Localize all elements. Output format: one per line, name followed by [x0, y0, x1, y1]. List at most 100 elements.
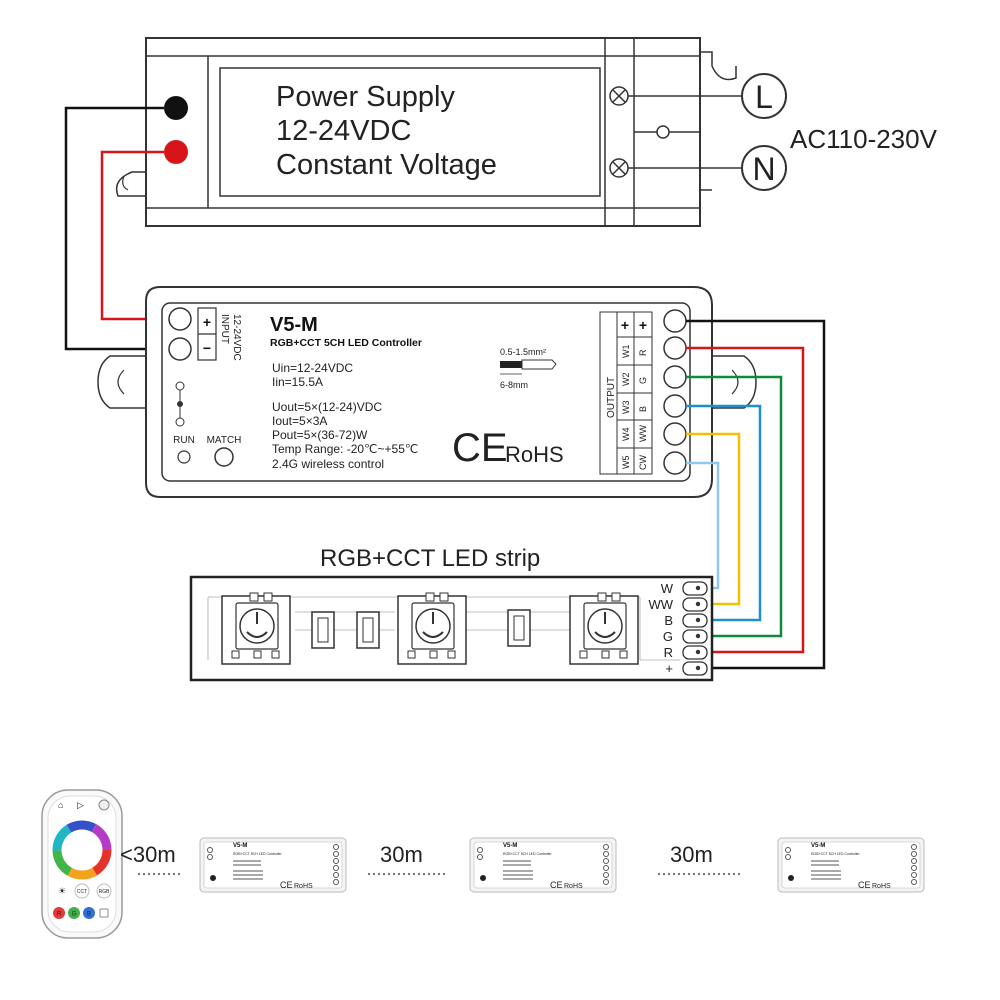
output-plus-2: +	[639, 317, 647, 333]
b-wire	[686, 404, 762, 622]
brightness-icon: ☀	[58, 886, 66, 896]
led-strip-title: RGB+CCT LED strip	[320, 545, 540, 572]
output-wires	[686, 319, 826, 670]
match-label: MATCH	[207, 435, 242, 446]
g-wire	[686, 375, 783, 638]
output-ch-5: W5	[621, 456, 631, 470]
led-strip: RGB+CCT LED strip	[189, 545, 714, 682]
spec-pout: Pout=5×(36-72)W	[272, 428, 368, 442]
wire-strip-icon: 0.5-1.5mm² 6-8mm	[500, 347, 557, 390]
remote-blue-button[interactable]	[83, 907, 95, 919]
pin-label-plus: +	[665, 661, 673, 676]
ac-voltage-label: AC110-230V	[790, 124, 938, 154]
ce-mark: CE	[452, 426, 508, 470]
controller-subtitle: RGB+CCT 5CH LED Controller	[270, 337, 422, 349]
run-label: RUN	[173, 435, 195, 446]
output-color-3: B	[638, 406, 648, 412]
black-wire	[64, 106, 166, 351]
input-plus-terminal	[168, 307, 192, 331]
mini-model-2: V5-M	[503, 843, 517, 849]
output-ch-1: W1	[621, 345, 631, 359]
terminal-n-label: N	[752, 151, 775, 187]
output-color-1: R	[638, 349, 648, 356]
distance-remote: <30m	[120, 842, 176, 867]
input-label: INPUT	[219, 314, 230, 344]
input-wires	[64, 106, 166, 351]
live-terminal-badge	[741, 73, 787, 119]
pin-label-w: W	[661, 581, 674, 596]
distance-2: 30m	[670, 842, 713, 867]
mini-subtitle-3: RGB+CCT 5CH LED Controller	[811, 852, 860, 856]
spec-iin: Iin=15.5A	[272, 375, 323, 389]
distance-1: 30m	[380, 842, 423, 867]
mini-subtitle-1: RGB+CCT 5CH LED Controller	[233, 852, 282, 856]
input-minus-terminal	[168, 337, 192, 361]
controller-model: V5-M	[270, 314, 318, 336]
remote-cct-button[interactable]	[74, 883, 90, 899]
mini-controller-2: V5-M RGB+CCT 5CH LED Controller CE RoHS	[469, 837, 617, 893]
led-chip-2	[397, 592, 467, 665]
strip-pins	[682, 581, 708, 676]
dc-negative-terminal	[164, 96, 188, 120]
strip-length-label: 6-8mm	[500, 380, 528, 390]
output-terminal-plus	[663, 309, 687, 333]
spec-temp: Temp Range: -20℃~+55℃	[272, 442, 418, 456]
output-ch-2: W2	[621, 373, 631, 387]
input-voltage-label: 12-24VDC	[231, 314, 242, 361]
mini-ce-1: CE	[280, 880, 293, 890]
remote-blue-label: B	[87, 912, 91, 918]
remote-green-button[interactable]	[68, 907, 80, 919]
pin-label-g: G	[663, 629, 673, 644]
output-ch-4: W4	[621, 428, 631, 442]
polarity-icon	[175, 381, 185, 427]
r-wire	[686, 346, 805, 654]
mini-subtitle-2: RGB+CCT 5CH LED Controller	[503, 852, 552, 856]
remote-red-label: R	[57, 912, 62, 918]
power-supply: L N AC110-230V Power Supply 12-24VDC Con…	[115, 37, 938, 227]
mini-model-3: V5-M	[811, 843, 825, 849]
resistor-3	[507, 609, 531, 647]
resistor-2	[356, 611, 380, 649]
power-supply-type: Constant Voltage	[276, 149, 497, 181]
remote-rgb-label: RGB	[99, 889, 111, 895]
remote-power-icon	[98, 799, 110, 811]
mini-ce-2: CE	[550, 880, 563, 890]
red-wire	[100, 150, 166, 321]
pin-label-b: B	[664, 613, 673, 628]
mini-controller-1: V5-M RGB+CCT 5CH LED Controller CE RoHS	[199, 837, 347, 893]
remote-cct-label: CCT	[77, 889, 87, 895]
output-plus-1: +	[621, 317, 629, 333]
mini-rohs-1: RoHS	[294, 883, 313, 890]
output-label: OUTPUT	[606, 377, 617, 418]
output-ch-3: W3	[621, 401, 631, 415]
output-terminal-cw	[663, 451, 687, 475]
neutral-terminal-badge	[741, 145, 787, 191]
rohs-mark: RoHS	[505, 442, 564, 467]
color-wheel	[52, 820, 112, 880]
input-minus-sign: −	[203, 340, 211, 356]
resistor-1	[311, 611, 335, 649]
remote-control: ⌂ ▷ ☀ CCT RGB R G B	[41, 789, 123, 939]
plus-wire	[686, 319, 826, 670]
remote-green-label: G	[72, 912, 77, 918]
spec-wireless: 2.4G wireless control	[272, 457, 384, 471]
output-terminal-g	[663, 365, 687, 389]
output-terminal-b	[663, 394, 687, 418]
pin-label-ww: WW	[648, 597, 673, 612]
ac-screw-n	[609, 158, 629, 178]
controller-v5m: + − INPUT 12-24VDC RUN MATCH V5-M RGB+CC…	[97, 286, 757, 498]
mini-model-1: V5-M	[233, 843, 247, 849]
dc-positive-terminal	[164, 140, 188, 164]
mini-controller-3: V5-M RGB+CCT 5CH LED Controller CE RoHS	[777, 837, 925, 893]
run-indicator	[177, 450, 191, 464]
match-button[interactable]	[214, 447, 234, 467]
output-terminal-ww	[663, 422, 687, 446]
ac-screw-l	[609, 86, 629, 106]
spec-uin: Uin=12-24VDC	[272, 361, 353, 375]
output-color-2: G	[638, 377, 648, 384]
remote-rgb-button[interactable]	[96, 883, 112, 899]
mini-ce-3: CE	[858, 880, 871, 890]
power-supply-title: Power Supply	[276, 81, 455, 113]
remote-red-button[interactable]	[53, 907, 65, 919]
